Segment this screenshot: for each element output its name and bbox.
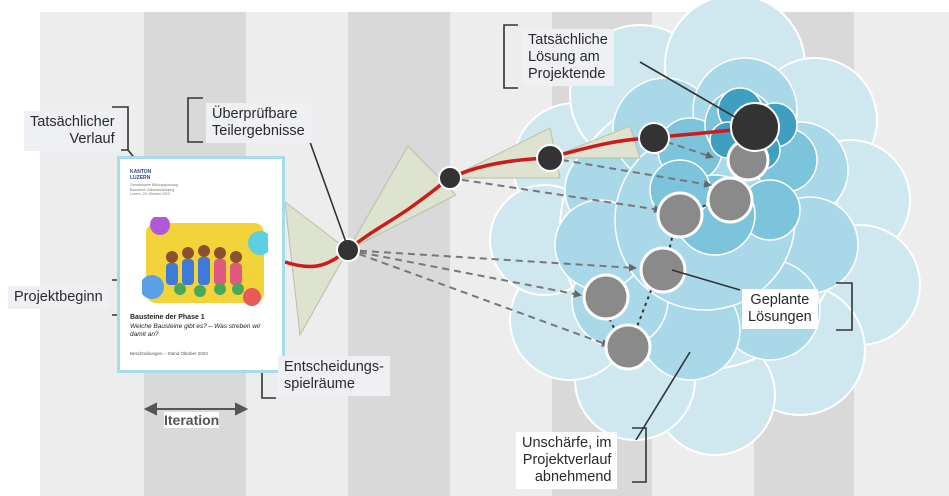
label-line: Überprüfbare — [212, 106, 298, 122]
label-line: Lösung am — [528, 49, 600, 65]
document-meta-line: Gemeinsame Bildungsplanung — [130, 183, 178, 187]
document-thumbnail: KANTON LUZERN Gemeinsame Bildungsplanung… — [117, 156, 285, 373]
document-brand: KANTON LUZERN — [130, 169, 151, 181]
label-line: Teilergebnisse — [212, 123, 305, 139]
milestone-node — [638, 122, 670, 154]
label-line: abnehmend — [534, 469, 612, 485]
label-line: Entscheidungs- — [284, 359, 384, 375]
document-brand-line: LUZERN — [130, 175, 151, 181]
label-line: Projektende — [528, 66, 606, 82]
planned-node — [706, 176, 754, 224]
label-line: Projektverlauf — [522, 452, 612, 468]
label-line: Tatsächliche — [528, 32, 608, 48]
label-line: Geplante — [750, 292, 810, 308]
milestone-node — [536, 144, 564, 172]
label-project-start: Projektbeginn — [8, 286, 109, 309]
label-checkable-results: Überprüfbare Teilergebnisse — [206, 103, 311, 143]
milestone-node — [438, 166, 462, 190]
document-title: Bausteine der Phase 1 — [130, 314, 205, 321]
milestone-node — [336, 238, 360, 262]
label-line: Unschärfe, im — [522, 435, 612, 451]
planned-node — [656, 191, 704, 239]
document-meta-line: Bausteine Volksschulbildung — [130, 187, 175, 192]
final-solution-node — [730, 102, 780, 152]
label-line: Lösungen — [748, 309, 812, 325]
document-subtitle: Welche Bausteine gibt es? – Was streben … — [130, 323, 261, 338]
planned-node — [604, 323, 652, 371]
label-actual-course: Tatsächlicher Verlauf — [24, 111, 121, 151]
label-uncertainty: Unschärfe, im Projektverlauf abnehmend — [516, 432, 618, 489]
label-line: Projektbeginn — [14, 289, 103, 305]
iteration-arrow — [143, 402, 249, 416]
label-line: spielräume — [284, 376, 355, 392]
document-illustration — [142, 217, 268, 306]
decision-cones — [284, 125, 641, 337]
label-planned-solutions: Geplante Lösungen — [742, 289, 818, 329]
document-brand-line: KANTON — [130, 169, 152, 175]
label-line: Verlauf — [69, 131, 115, 147]
planned-node — [582, 273, 630, 321]
label-iteration: Iteration — [164, 412, 220, 428]
planned-paths — [347, 137, 714, 347]
planned-node — [639, 246, 687, 294]
document-footer: Beschreibungen – Stand Oktober 2023 — [130, 351, 208, 356]
label-actual-solution: Tatsächliche Lösung am Projektende — [522, 29, 614, 86]
document-meta-line: Luzern, 23. Oktober 2023 — [130, 192, 170, 196]
planned-solution-nodes — [582, 138, 770, 371]
label-decision-spaces: Entscheidungs- spielräume — [278, 356, 390, 396]
milestone-nodes — [336, 102, 780, 262]
document-meta: Gemeinsame Bildungsplanung Bausteine Vol… — [130, 183, 178, 197]
label-line: Tatsächlicher — [30, 114, 115, 130]
